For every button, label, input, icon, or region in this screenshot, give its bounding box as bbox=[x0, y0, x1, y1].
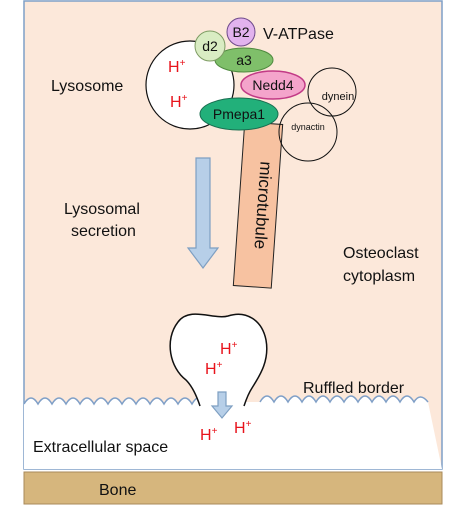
a3-label: a3 bbox=[236, 52, 252, 68]
fusing-vesicle bbox=[169, 313, 268, 407]
osteoclast-cytoplasm-label-1: Osteoclast bbox=[343, 245, 419, 262]
bone-label: Bone bbox=[99, 482, 136, 499]
extracellular-space-area bbox=[24, 396, 442, 469]
lysosome-label: Lysosome bbox=[51, 78, 123, 95]
b2-label: B2 bbox=[232, 24, 249, 40]
h-ion: H+ bbox=[234, 419, 252, 437]
b2-subunit bbox=[226, 17, 256, 47]
nedd4-protein bbox=[240, 70, 306, 100]
release-arrow bbox=[210, 391, 234, 419]
ruffled-border-line-right bbox=[259, 395, 429, 404]
h-ion-group: H+ H+ H+ H+ H+ H+ bbox=[168, 58, 252, 444]
h-ion: H+ bbox=[200, 426, 218, 444]
v-atpase-label: V-ATPase bbox=[263, 26, 334, 43]
ruffled-border-line bbox=[23, 396, 205, 406]
d2-subunit bbox=[194, 30, 226, 62]
lysosomal-secretion-label-2: secretion bbox=[71, 223, 136, 240]
d2-label: d2 bbox=[202, 38, 218, 54]
nedd4-label: Nedd4 bbox=[252, 77, 293, 93]
secretion-arrow bbox=[186, 157, 220, 269]
h-ion: H+ bbox=[168, 58, 186, 76]
pmepa1-protein bbox=[199, 97, 279, 131]
lysosomal-secretion-label-1: Lysosomal bbox=[64, 201, 140, 218]
dynactin-label: dynactin bbox=[291, 122, 325, 132]
ruffled-border-label: Ruffled border bbox=[303, 380, 405, 397]
pmepa1-label: Pmepa1 bbox=[213, 106, 265, 122]
dynactin bbox=[278, 102, 338, 162]
bone-layer bbox=[23, 471, 443, 505]
osteoclast-cytoplasm-label-2: cytoplasm bbox=[343, 268, 415, 285]
extracellular-space-label: Extracellular space bbox=[33, 439, 168, 456]
dynein-label: dynein bbox=[322, 91, 354, 103]
h-ion: H+ bbox=[170, 93, 188, 111]
h-ion: H+ bbox=[205, 360, 223, 378]
h-ion: H+ bbox=[220, 340, 238, 358]
microtubule: microtubule bbox=[232, 121, 284, 289]
